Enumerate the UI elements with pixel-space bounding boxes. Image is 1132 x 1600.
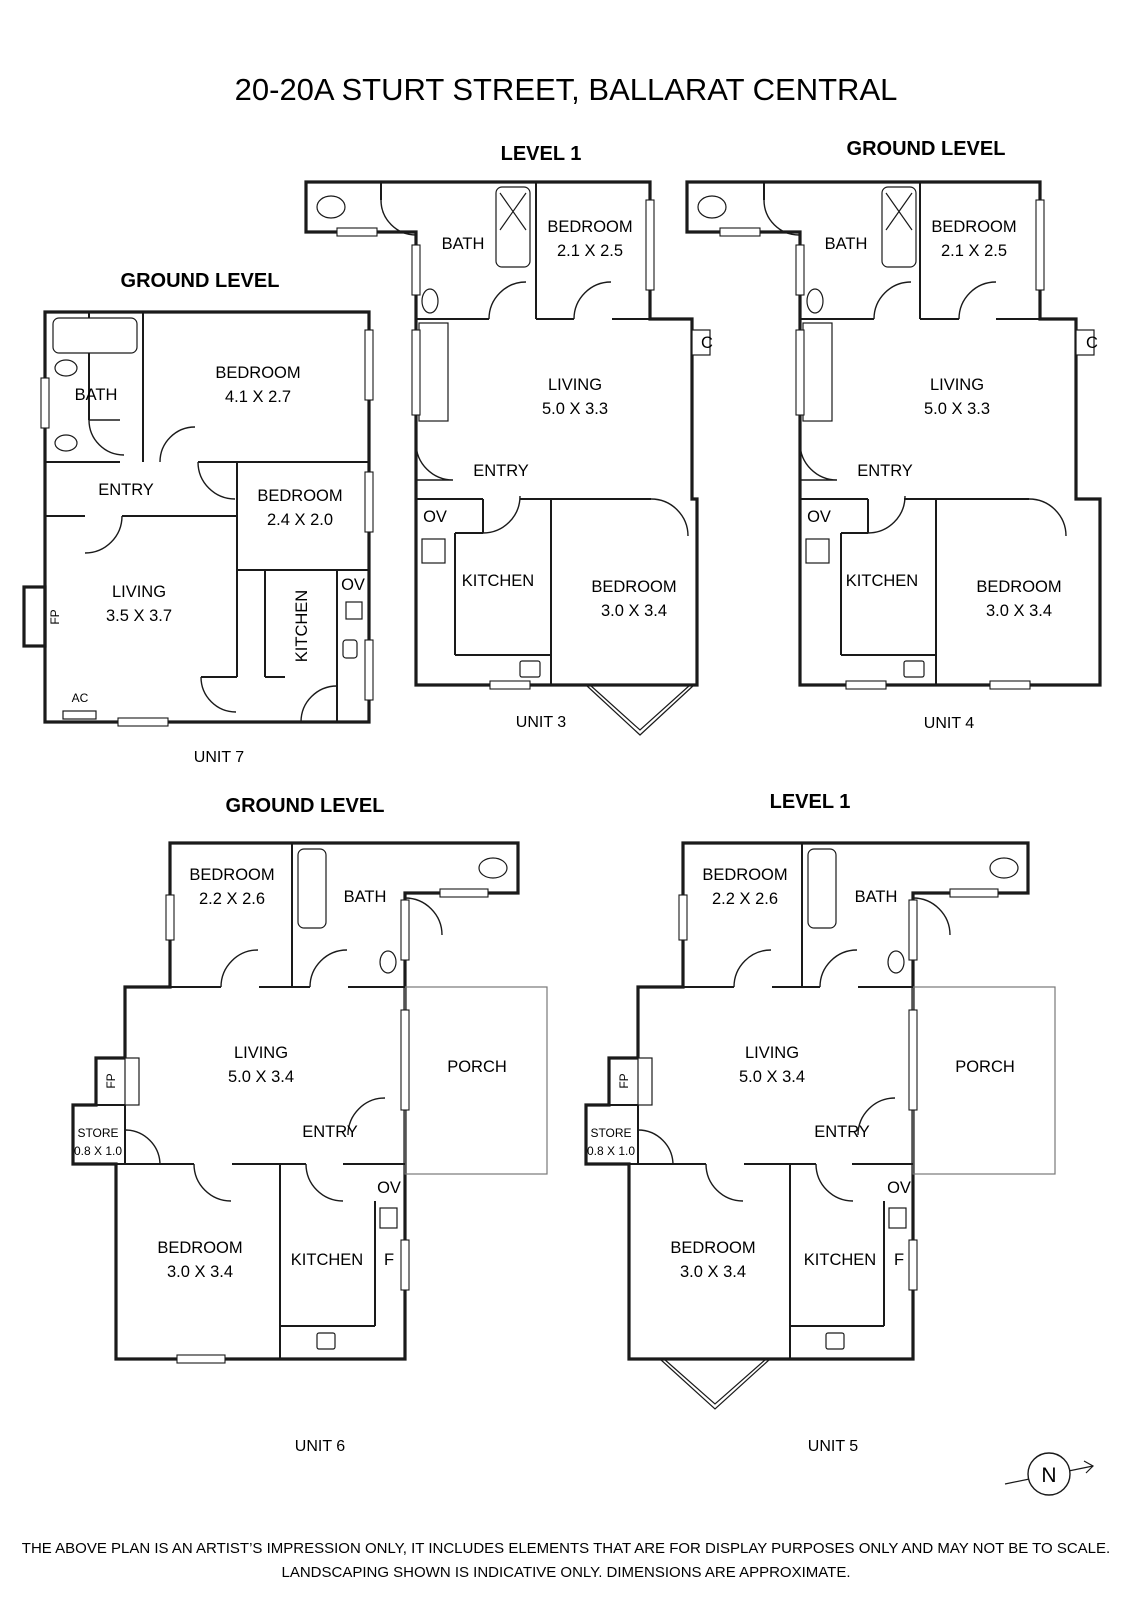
cupboard-label: C	[1086, 334, 1098, 352]
unit-3-label: UNIT 3	[516, 714, 566, 731]
bedroom-label: BEDROOM	[215, 364, 300, 382]
unit-3-level-label: LEVEL 1	[501, 143, 582, 165]
kitchen-label: KITCHEN	[291, 1251, 363, 1269]
bedroom-dimensions: 3.0 X 3.4	[601, 602, 667, 620]
living-dimensions: 5.0 X 3.4	[739, 1068, 805, 1086]
unit-6-label: UNIT 6	[295, 1438, 345, 1455]
bath-label: BATH	[855, 888, 898, 906]
unit-5-level-label: LEVEL 1	[770, 791, 851, 813]
bedroom-label: BEDROOM	[257, 487, 342, 505]
bedroom-dimensions: 2.1 X 2.5	[557, 242, 623, 260]
bedroom-label: BEDROOM	[591, 578, 676, 596]
living-dimensions: 5.0 X 3.3	[542, 400, 608, 418]
ac-label: AC	[72, 691, 89, 705]
bedroom-dimensions: 2.4 X 2.0	[267, 511, 333, 529]
page-title: 20-20A STURT STREET, BALLARAT CENTRAL	[235, 72, 898, 107]
oven-label: OV	[423, 508, 447, 526]
oven-label: OV	[807, 508, 831, 526]
fireplace-label: FP	[617, 1073, 631, 1088]
entry-label: ENTRY	[302, 1123, 358, 1141]
disclaimer-line-2: LANDSCAPING SHOWN IS INDICATIVE ONLY. DI…	[281, 1564, 850, 1581]
disclaimer-line-1: THE ABOVE PLAN IS AN ARTIST’S IMPRESSION…	[22, 1540, 1110, 1557]
store-label: STORE	[77, 1126, 118, 1140]
bedroom-dimensions: 2.1 X 2.5	[941, 242, 1007, 260]
porch-label: PORCH	[955, 1058, 1015, 1076]
bedroom-dimensions: 2.2 X 2.6	[712, 890, 778, 908]
oven-label: OV	[887, 1179, 911, 1197]
bedroom-label: BEDROOM	[157, 1239, 242, 1257]
porch-label: PORCH	[447, 1058, 507, 1076]
living-label: LIVING	[234, 1044, 288, 1062]
north-arrow-icon: N	[1004, 1452, 1094, 1496]
oven-label: OV	[377, 1179, 401, 1197]
living-label: LIVING	[112, 583, 166, 601]
living-label: LIVING	[930, 376, 984, 394]
entry-label: ENTRY	[814, 1123, 870, 1141]
bedroom-dimensions: 2.2 X 2.6	[199, 890, 265, 908]
entry-label: ENTRY	[98, 481, 154, 499]
kitchen-label: KITCHEN	[462, 572, 534, 590]
bedroom-dimensions: 3.0 X 3.4	[986, 602, 1052, 620]
entry-label: ENTRY	[857, 462, 913, 480]
bedroom-label: BEDROOM	[931, 218, 1016, 236]
unit-4-level-label: GROUND LEVEL	[847, 138, 1006, 160]
bath-label: BATH	[344, 888, 387, 906]
unit-3-plan: LEVEL 1	[304, 143, 713, 736]
kitchen-label: KITCHEN	[846, 572, 918, 590]
store-label: STORE	[590, 1126, 631, 1140]
living-dimensions: 5.0 X 3.3	[924, 400, 990, 418]
bedroom-label: BEDROOM	[189, 866, 274, 884]
bedroom-dimensions: 3.0 X 3.4	[680, 1263, 746, 1281]
unit-7-level-label: GROUND LEVEL	[121, 270, 280, 292]
fireplace-label: FP	[48, 609, 62, 624]
living-label: LIVING	[745, 1044, 799, 1062]
store-dimensions: 0.8 X 1.0	[74, 1144, 122, 1158]
cupboard-label: C	[701, 334, 713, 352]
bedroom-dimensions: 3.0 X 3.4	[167, 1263, 233, 1281]
fireplace-label: FP	[104, 1073, 118, 1088]
living-dimensions: 3.5 X 3.7	[106, 607, 172, 625]
bedroom-label: BEDROOM	[547, 218, 632, 236]
oven-label: OV	[341, 576, 365, 594]
unit-4-plan: GROUND LEVEL	[685, 138, 1102, 732]
bedroom-label: BEDROOM	[702, 866, 787, 884]
unit-7-plan: GROUND LEVEL	[22, 270, 374, 766]
fridge-label: F	[894, 1251, 904, 1269]
kitchen-label: KITCHEN	[293, 590, 311, 662]
unit-6-plan: GROUND LEVEL	[71, 795, 548, 1455]
store-dimensions: 0.8 X 1.0	[587, 1144, 635, 1158]
living-label: LIVING	[548, 376, 602, 394]
unit-5-plan: LEVEL 1	[584, 791, 1056, 1455]
bath-label: BATH	[825, 235, 868, 253]
unit-5-label: UNIT 5	[808, 1438, 858, 1455]
bedroom-label: BEDROOM	[976, 578, 1061, 596]
living-dimensions: 5.0 X 3.4	[228, 1068, 294, 1086]
unit-6-level-label: GROUND LEVEL	[226, 795, 385, 817]
bedroom-label: BEDROOM	[670, 1239, 755, 1257]
unit-7-label: UNIT 7	[194, 749, 244, 766]
bath-label: BATH	[75, 386, 118, 404]
kitchen-label: KITCHEN	[804, 1251, 876, 1269]
bedroom-dimensions: 4.1 X 2.7	[225, 388, 291, 406]
unit-4-label: UNIT 4	[924, 715, 974, 732]
north-label: N	[1041, 1464, 1056, 1487]
fridge-label: F	[384, 1251, 394, 1269]
bath-label: BATH	[442, 235, 485, 253]
entry-label: ENTRY	[473, 462, 529, 480]
